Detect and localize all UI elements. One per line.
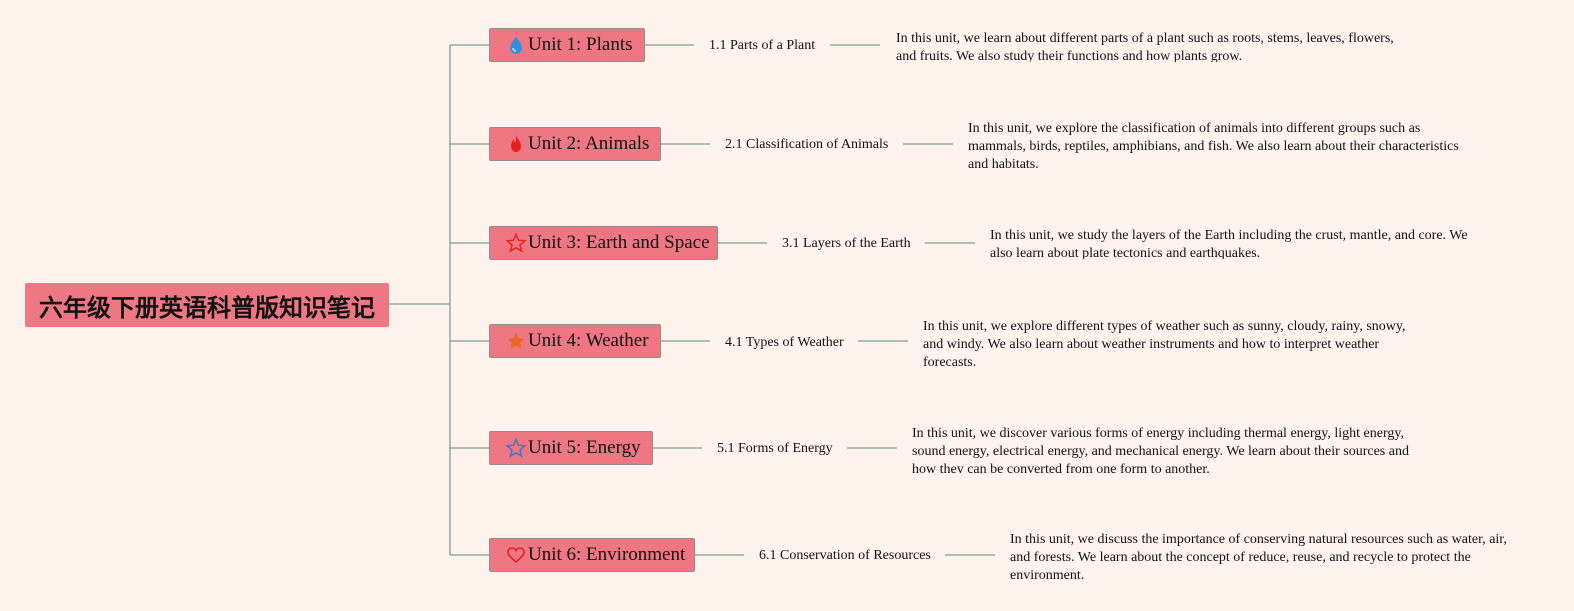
unit-1-node[interactable]: Unit 1: Plants bbox=[489, 28, 645, 62]
unit-4-description: In this unit, we explore different types… bbox=[923, 319, 1406, 366]
unit-5-label: Unit 5: Energy bbox=[528, 437, 641, 458]
unit-5-description: In this unit, we discover various forms … bbox=[912, 426, 1409, 473]
water-drop-icon bbox=[506, 34, 526, 56]
unit-1-description: In this unit, we learn about different p… bbox=[896, 31, 1394, 62]
unit-3-label: Unit 3: Earth and Space bbox=[528, 232, 710, 253]
unit-3-subtopic[interactable]: 3.1 Layers of the Earth bbox=[782, 236, 911, 251]
unit-2-node[interactable]: Unit 2: Animals bbox=[489, 127, 661, 161]
heart-icon bbox=[506, 544, 526, 566]
star-outline-blue-icon bbox=[506, 437, 526, 459]
unit-1-subtopic[interactable]: 1.1 Parts of a Plant bbox=[709, 38, 816, 53]
flame-icon bbox=[506, 133, 526, 155]
unit-4-node[interactable]: Unit 4: Weather bbox=[489, 324, 661, 358]
star-filled-orange-icon bbox=[506, 330, 526, 352]
unit-6-description: In this unit, we discuss the importance … bbox=[1010, 532, 1507, 579]
unit-3-node[interactable]: Unit 3: Earth and Space bbox=[489, 226, 718, 260]
unit-2-subtopic[interactable]: 2.1 Classification of Animals bbox=[725, 137, 889, 152]
unit-6-label: Unit 6: Environment bbox=[528, 544, 686, 565]
unit-1-label: Unit 1: Plants bbox=[528, 34, 633, 55]
unit-6-subtopic[interactable]: 6.1 Conservation of Resources bbox=[759, 548, 931, 563]
unit-4-subtopic[interactable]: 4.1 Types of Weather bbox=[725, 335, 844, 350]
star-outline-red-icon bbox=[506, 232, 526, 254]
unit-2-description: In this unit, we explore the classificat… bbox=[968, 121, 1459, 169]
unit-5-subtopic[interactable]: 5.1 Forms of Energy bbox=[717, 441, 833, 456]
unit-5-node[interactable]: Unit 5: Energy bbox=[489, 431, 653, 465]
unit-4-label: Unit 4: Weather bbox=[528, 330, 649, 351]
unit-6-node[interactable]: Unit 6: Environment bbox=[489, 538, 695, 572]
unit-2-label: Unit 2: Animals bbox=[528, 133, 650, 154]
root-topic[interactable]: 六年级下册英语科普版知识笔记 bbox=[25, 283, 389, 327]
unit-3-description: In this unit, we study the layers of the… bbox=[990, 228, 1468, 259]
